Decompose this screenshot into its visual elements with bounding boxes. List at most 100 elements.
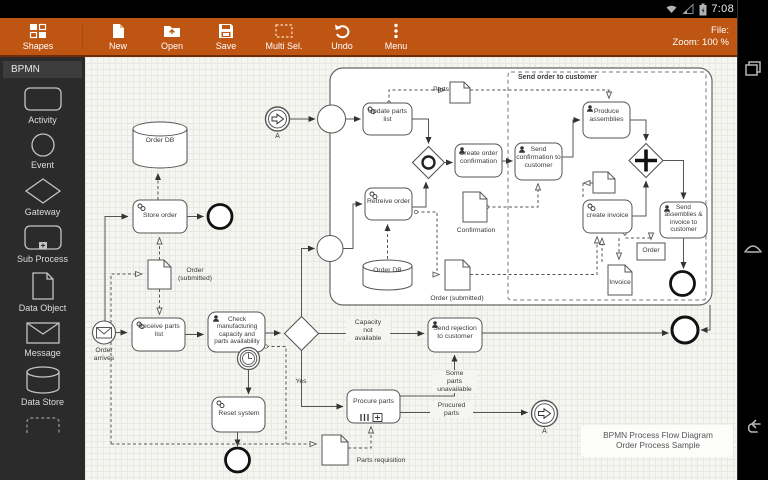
task-check-manufacturing[interactable]: [207, 311, 266, 353]
gateway-capacity[interactable]: [283, 315, 320, 352]
save-label: Save: [215, 40, 237, 51]
task-send-assemblies[interactable]: [659, 201, 708, 239]
sidebar-item-message[interactable]: Message: [0, 320, 85, 358]
end-event-1[interactable]: [206, 203, 234, 230]
new-icon: [113, 23, 124, 38]
link-event-a-top[interactable]: [264, 106, 291, 132]
gateway-inclusive[interactable]: [411, 145, 446, 180]
label-capacity-na: Capacity not available: [346, 319, 390, 343]
gateway-parallel[interactable]: [628, 142, 664, 179]
end-event-reset[interactable]: [224, 446, 251, 474]
palette-title: BPMN: [3, 61, 82, 78]
task-produce-assemblies[interactable]: [582, 101, 631, 139]
datastore-order-db-2[interactable]: [362, 259, 413, 291]
activity-icon: [23, 87, 62, 111]
doc-order-submitted-1[interactable]: [147, 259, 172, 290]
doc-invoice-small[interactable]: [592, 171, 616, 194]
end-event-subprocess[interactable]: [669, 270, 696, 297]
back-button[interactable]: [742, 416, 764, 438]
sidebar-item-dataobject[interactable]: Data Object: [0, 271, 85, 313]
label-create-invoice: create invoice: [586, 212, 629, 219]
recent-apps-button[interactable]: [742, 58, 764, 80]
task-send-confirmation[interactable]: [514, 142, 563, 181]
timer-boundary-event[interactable]: [236, 346, 261, 371]
label-parts-doc: Parts: [433, 86, 449, 93]
undo-label: Undo: [331, 40, 353, 51]
multi-select-icon: [275, 23, 293, 38]
label-some-parts: Some parts unavailable: [432, 370, 477, 394]
diagram-canvas[interactable]: Order DB Store order Order (submitted) O…: [85, 57, 737, 480]
doc-invoice[interactable]: [607, 264, 633, 296]
message-order[interactable]: [636, 242, 666, 261]
diagram-title-box: [581, 425, 733, 457]
file-label: File:: [711, 25, 729, 36]
label-reset-system: Reset system: [218, 410, 260, 417]
home-button[interactable]: [742, 236, 764, 258]
android-nav-bar: [737, 0, 768, 480]
clock-time: 7:08: [711, 3, 734, 15]
data-store-icon: [25, 366, 60, 394]
new-button[interactable]: New: [91, 18, 145, 55]
task-receive-parts[interactable]: [131, 317, 186, 352]
menu-label: Menu: [384, 40, 408, 51]
label-send-assemblies: Send assemblies & invoice to customer: [664, 204, 703, 234]
menu-icon: [394, 23, 398, 38]
multi-select-button[interactable]: Multi Sel.: [253, 18, 315, 55]
sidebar-item-subprocess[interactable]: Sub Process: [0, 224, 85, 264]
gears-icons: [136, 106, 596, 409]
doc-order-submitted-2[interactable]: [444, 259, 471, 291]
gateway-icon: [24, 178, 61, 204]
label-group-title: Send order to customer: [518, 74, 597, 81]
label-invoice-doc: Invoice: [609, 279, 631, 286]
label-order-db-2: Order DB: [373, 267, 402, 274]
datastore-order-db-1[interactable]: [132, 121, 188, 169]
doc-parts-requisition[interactable]: [321, 434, 349, 466]
message-icon: [25, 322, 60, 344]
label-order-arrives: Order arrives: [93, 347, 115, 362]
intermediate-event-1[interactable]: [317, 104, 346, 134]
shapes-button[interactable]: Shapes: [0, 18, 76, 55]
sidebar-item-partial[interactable]: [0, 414, 85, 434]
intermediate-event-2[interactable]: [316, 235, 344, 262]
menu-button[interactable]: Menu: [369, 18, 423, 55]
open-button[interactable]: Open: [145, 18, 199, 55]
save-icon: [219, 23, 233, 38]
undo-button[interactable]: Undo: [315, 18, 369, 55]
battery-icon: [699, 3, 707, 15]
sidebar-item-datastore[interactable]: Data Store: [0, 365, 85, 407]
shapes-icon: [29, 23, 47, 38]
label-procured-parts: Procured parts: [430, 402, 473, 418]
open-label: Open: [160, 40, 184, 51]
end-event-main[interactable]: [670, 315, 700, 345]
link-event-a-bottom[interactable]: [530, 399, 559, 428]
label-order-db-1: Order DB: [145, 137, 175, 144]
shapes-label: Shapes: [22, 40, 54, 51]
sidebar-item-activity[interactable]: Activity: [0, 85, 85, 125]
label-order-submitted-2: Order (submitted): [430, 295, 484, 302]
save-button[interactable]: Save: [199, 18, 253, 55]
user-icons: [213, 105, 670, 328]
doc-confirmation[interactable]: [462, 191, 488, 223]
sidebar-item-gateway[interactable]: Gateway: [0, 177, 85, 217]
label-yes: Yes: [295, 378, 307, 385]
task-procure-parts[interactable]: [346, 389, 401, 424]
task-create-order-confirmation[interactable]: [454, 143, 503, 178]
status-bar: 7:08: [0, 0, 768, 18]
open-icon: [164, 25, 180, 37]
task-send-rejection[interactable]: [427, 317, 483, 353]
group-icon: [25, 417, 60, 433]
task-store-order[interactable]: [132, 199, 188, 234]
label-confirmation-doc: Confirmation: [456, 227, 496, 234]
doc-parts[interactable]: [449, 81, 471, 104]
sidebar-item-event[interactable]: Event: [0, 132, 85, 170]
subprocess-icon: [23, 225, 62, 250]
data-object-icon: [31, 272, 54, 300]
zoom-level: Zoom: 100 %: [672, 37, 730, 48]
label-link-a-bottom: A: [542, 428, 547, 435]
label-receive-parts: Receive parts list: [138, 323, 180, 338]
label-link-a-top: A: [275, 133, 280, 140]
label-send-confirmation: Send confirmation to customer: [516, 146, 561, 169]
signal-icon: [682, 3, 694, 14]
task-reset-system[interactable]: [211, 396, 266, 433]
